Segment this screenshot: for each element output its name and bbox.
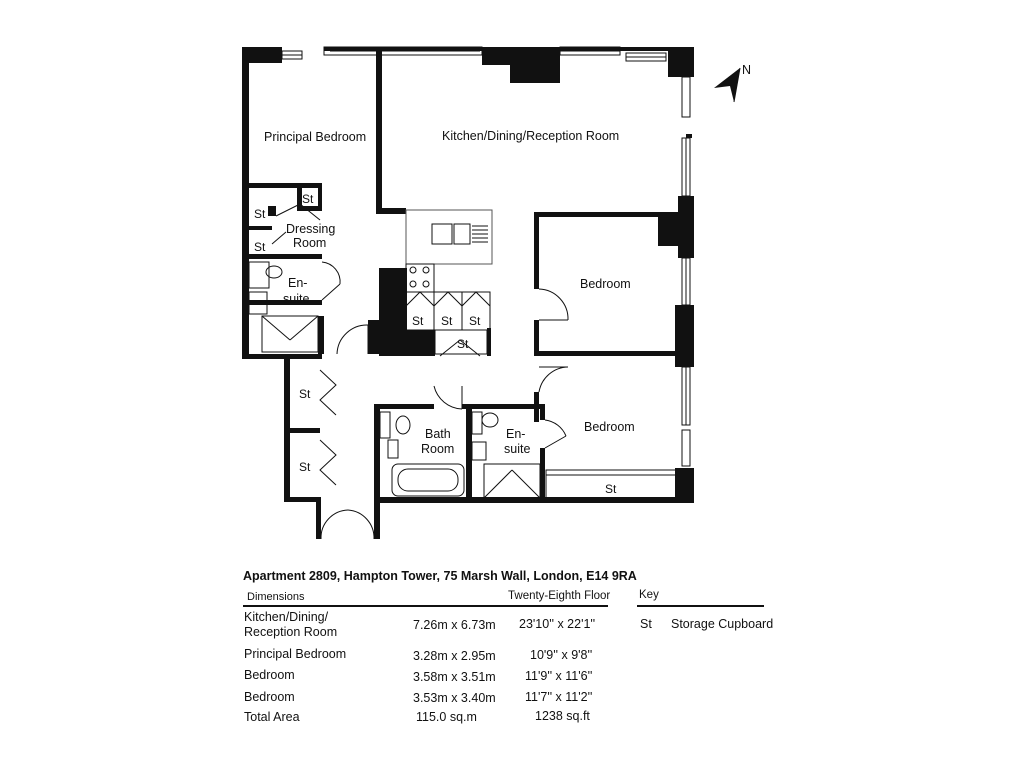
storage-label: St (299, 460, 311, 474)
table-row-imperial: 11'9'' x 11'6'' (525, 669, 593, 683)
table-row-name: Bedroom (244, 690, 295, 704)
room-label-ensuite-a-1: En- (288, 276, 307, 290)
room-label-bedroom-2: Bedroom (584, 420, 635, 434)
floor-header: Twenty-Eighth Floor (508, 590, 611, 602)
table-row-metric: 3.28m x 2.95m (413, 649, 496, 663)
table-row-name: Total Area (244, 710, 300, 724)
table-row-name: Kitchen/Dining/ (244, 610, 329, 624)
storage-label: St (299, 387, 311, 401)
storage-label: St (469, 314, 481, 328)
table-row-imperial: 1238 sq.ft (535, 709, 590, 723)
table-row-imperial: 23'10'' x 22'1'' (519, 617, 596, 631)
table-row-metric: 3.53m x 3.40m (413, 691, 496, 705)
key-abbreviation: St (640, 617, 652, 631)
room-label-principal-bedroom: Principal Bedroom (264, 130, 366, 144)
storage-label: St (457, 337, 469, 351)
table-row-name: Bedroom (244, 668, 295, 682)
storage-label: St (254, 240, 266, 254)
room-label-ensuite-b-1: En- (506, 427, 525, 441)
key-rule (637, 605, 764, 607)
storage-label: St (302, 192, 314, 206)
table-rule (243, 605, 608, 607)
table-row-metric: 115.0 sq.m (416, 710, 477, 724)
table-row-name: Principal Bedroom (244, 647, 347, 661)
apartment-title: Apartment 2809, Hampton Tower, 75 Marsh … (243, 569, 637, 583)
storage-label: St (441, 314, 453, 328)
storage-label: St (412, 314, 424, 328)
room-label-dressing-1: Dressing (286, 222, 335, 236)
table-row-name: Reception Room (244, 625, 338, 639)
dimensions-header: Dimensions (247, 591, 305, 603)
room-label-bath-2: Room (421, 442, 454, 456)
compass-icon: N (714, 63, 751, 103)
room-label-dressing-2: Room (293, 236, 326, 250)
table-row-imperial: 10'9'' x 9'8'' (530, 648, 593, 662)
table-row-metric: 7.26m x 6.73m (413, 618, 496, 632)
room-label-bath-1: Bath (425, 427, 451, 441)
compass-north-label: N (742, 63, 751, 77)
table-row-metric: 3.58m x 3.51m (413, 670, 496, 684)
room-label-bedroom-1: Bedroom (580, 277, 631, 291)
room-label-ensuite-a-2: suite (283, 292, 309, 306)
room-label-kitchen: Kitchen/Dining/Reception Room (442, 129, 619, 143)
storage-label: St (254, 207, 266, 221)
key-header: Key (639, 589, 659, 601)
floor-plan: N Principal Bedroom Kitchen/Dining/Recep… (242, 46, 751, 540)
room-label-ensuite-b-2: suite (504, 442, 530, 456)
storage-label: St (605, 482, 617, 496)
table-row-imperial: 11'7'' x 11'2'' (525, 690, 593, 704)
key-description: Storage Cupboard (671, 617, 774, 631)
